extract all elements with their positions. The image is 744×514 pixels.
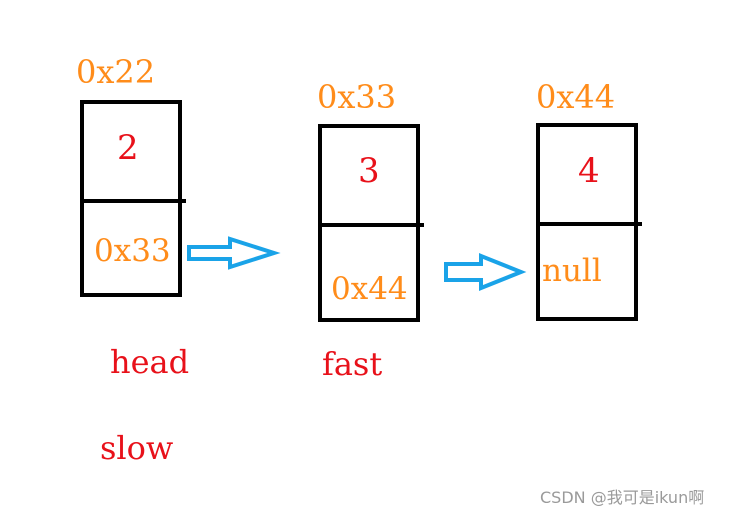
node-3-next-pointer: null [542, 253, 602, 289]
head-label: head [110, 343, 190, 381]
node-1-box [80, 100, 182, 297]
node-1-address: 0x22 [76, 53, 156, 91]
node-2-next-pointer: 0x44 [331, 271, 408, 307]
arrow-right-icon [444, 253, 527, 291]
node-1-value: 2 [117, 128, 139, 168]
node-2-address: 0x33 [317, 78, 397, 116]
node-2-value: 3 [358, 151, 380, 191]
node-3-value: 4 [578, 151, 600, 191]
node-3-address: 0x44 [536, 78, 616, 116]
node-1-next-pointer: 0x33 [94, 233, 171, 269]
slow-label: slow [100, 429, 174, 467]
fast-label: fast [322, 345, 383, 383]
arrow-right-icon [187, 236, 281, 270]
watermark: CSDN @我可是ikun啊 [540, 488, 705, 507]
node-2-divider [318, 223, 424, 227]
node-3-divider [536, 222, 642, 226]
node-1-divider [80, 199, 186, 203]
